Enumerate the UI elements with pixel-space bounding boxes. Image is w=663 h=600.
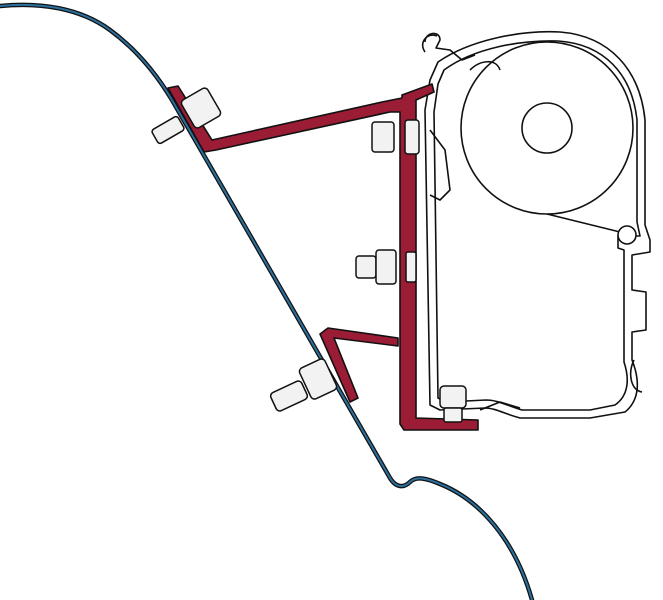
bolt-icon (151, 87, 222, 145)
bolts (151, 87, 467, 423)
bolt-icon (371, 119, 420, 155)
bolt-icon (439, 385, 467, 423)
bolt-icon (269, 358, 338, 412)
adapter-bracket (167, 83, 479, 431)
vehicle-body-line (0, 2, 535, 600)
awning-casing (421, 30, 651, 419)
bolt-icon (355, 249, 417, 285)
